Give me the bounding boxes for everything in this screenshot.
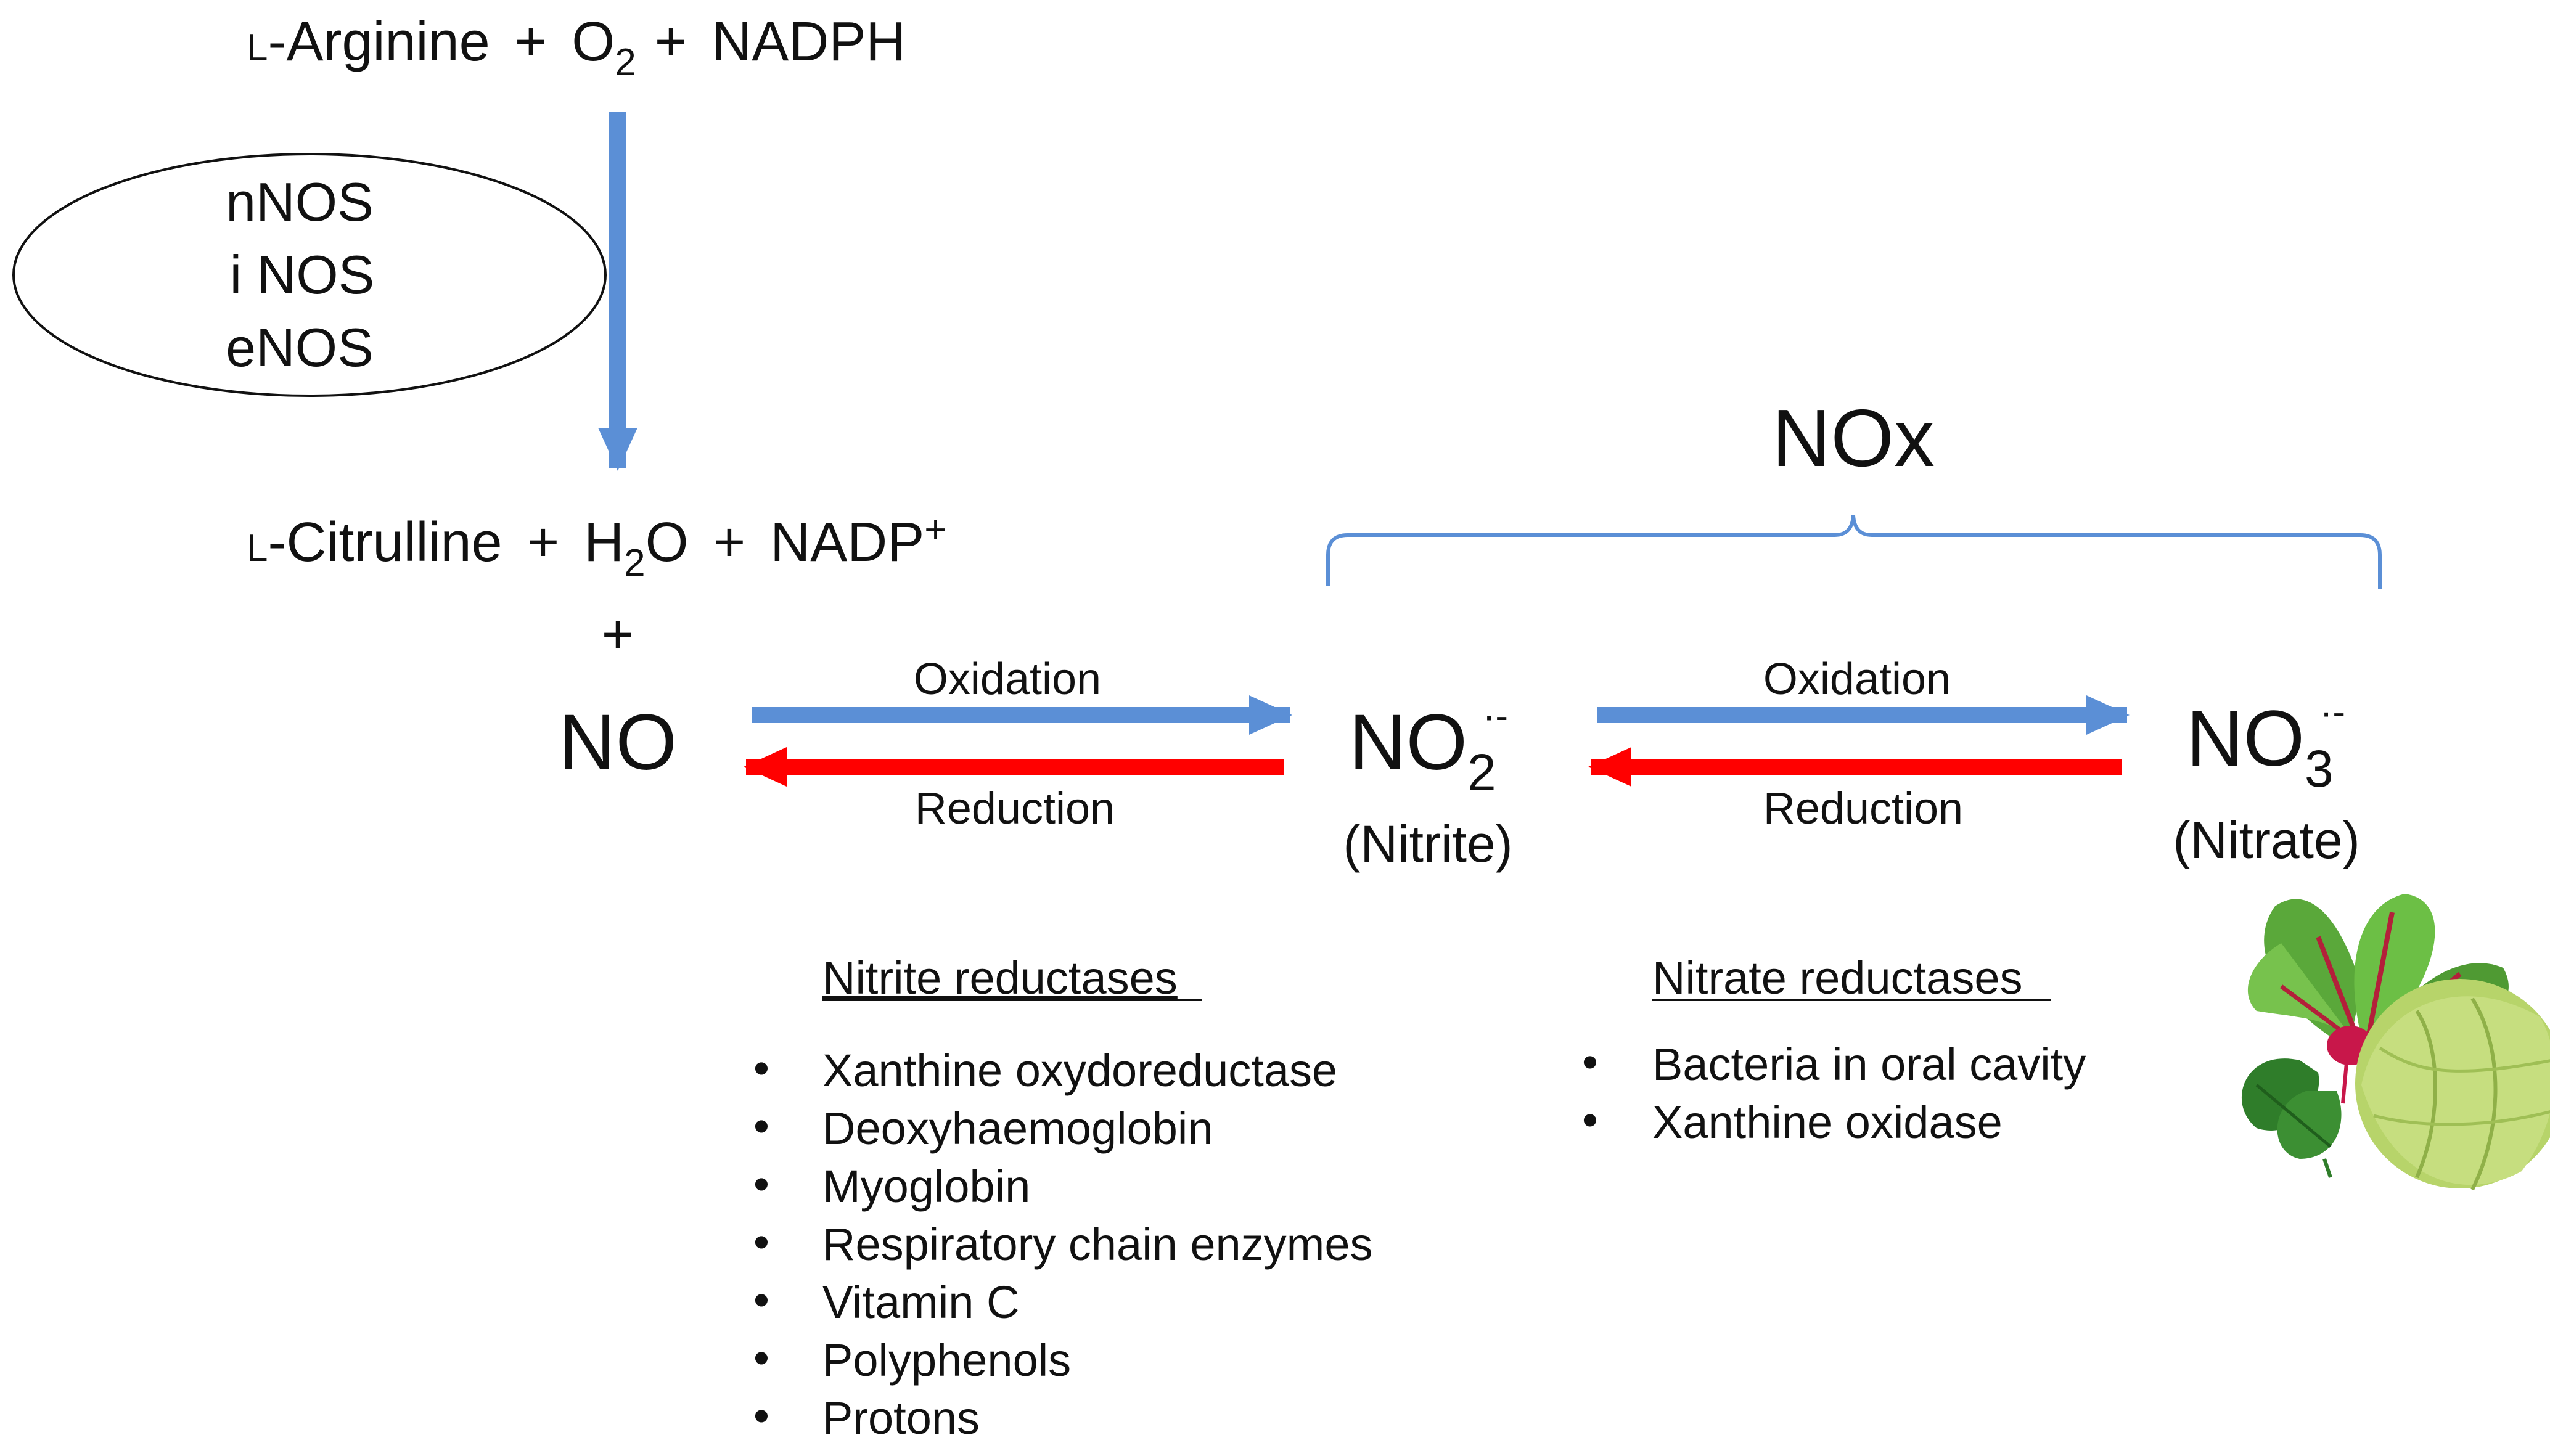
list-bullet: • [1582,1094,1598,1145]
list-item: Deoxyhaemoglobin [822,1103,1213,1154]
nadph-label: NADPH [711,11,906,73]
nitrite-name: (Nitrite) [1343,815,1512,873]
list-bullet: • [753,1332,769,1383]
nitrate-reductases-title: Nitrate reductases [1652,952,2023,1004]
o2-base: O [572,11,615,73]
plus-sign: + [655,11,687,73]
nitrite-reductases-title: Nitrite reductases [822,952,1178,1004]
list-bullet: • [753,1274,769,1325]
plus-sign: + [515,11,547,73]
list-bullet: • [753,1390,769,1441]
list-item: Respiratory chain enzymes [822,1219,1372,1270]
list-bullet: • [753,1100,769,1151]
h2o-subscript: 2 [624,542,645,584]
list-item: Vitamin C [822,1277,1019,1328]
list-bullet: • [753,1216,769,1267]
list-item: Polyphenols [822,1335,1071,1386]
vegetables-icon [2241,894,2550,1191]
arginine-prefix: L [247,27,268,69]
nox-bracket [1326,515,2382,589]
list-item: Myoglobin [822,1161,1030,1212]
list-item: Bacteria in oral cavity [1652,1039,2086,1090]
nos-enzymes-ellipse [12,153,607,397]
oxidation-label-right: Oxidation [1763,655,1951,704]
o2-subscript: 2 [615,41,636,84]
list-bullet: • [1582,1036,1598,1087]
nitrite-base: NO [1349,698,1467,787]
reduction-label-right: Reduction [1763,784,1963,833]
enzyme-nnos: nNOS [226,171,374,232]
nox-label: NOx [1772,393,1935,483]
list-bullet: • [753,1158,769,1209]
citrulline-prefix: L [247,527,268,570]
nitrite-reductases-list: • Xanthine oxydoreductase • Deoxyhaemogl… [753,1042,1372,1444]
nitrate-name: (Nitrate) [2173,811,2359,869]
h2o-o: O [646,512,689,573]
list-item: Xanthine oxydoreductase [822,1045,1337,1096]
oxidation-label-left: Oxidation [914,655,1101,704]
arginine-name: -Arginine [268,11,490,73]
substrates-equation: L-Arginine + O2 + NADPH [247,11,906,84]
enzyme-inos: i NOS [230,244,375,305]
enzyme-enos: eNOS [226,317,374,378]
nitrate-subscript: 3 [2305,740,2334,798]
products-equation: L-Citrulline+H2O+NADP+ [247,509,946,584]
nadp-superscript: + [924,509,946,551]
list-item: Protons [822,1393,980,1444]
plus-sign: + [713,512,746,573]
list-bullet: • [753,1042,769,1094]
nitrate-charge: ·- [2320,691,2345,734]
nitrate-base: NO [2186,695,2305,783]
plus-sign: + [527,512,560,573]
nitrite-formula: NO2 ·- [1349,695,1508,801]
plus-no-sign: + [602,604,634,666]
reduction-label-left: Reduction [915,784,1115,833]
nitrite-charge: ·- [1483,695,1508,737]
nitrate-reductases-list: • Bacteria in oral cavity • Xanthine oxi… [1582,1036,2086,1148]
no-label: NO [559,698,677,787]
nitrate-formula: NO3 ·- [2186,691,2345,798]
nitrite-subscript: 2 [1467,743,1496,801]
nadp-base: NADP [770,512,924,573]
list-item: Xanthine oxidase [1652,1097,2003,1148]
h2o-h: H [584,512,624,573]
citrulline-name: -Citrulline [268,512,502,573]
